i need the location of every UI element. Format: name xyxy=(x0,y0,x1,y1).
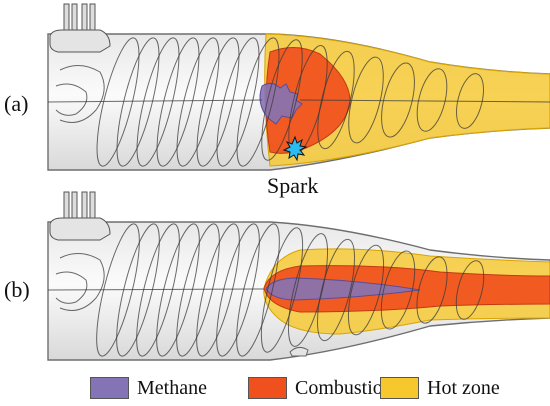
legend-label-combustion: Combustion xyxy=(295,376,393,399)
panel-b-outlet-bump xyxy=(289,346,309,357)
legend-item-hot-zone: Hot zone xyxy=(380,374,500,402)
panel-a-hot-zone xyxy=(264,33,550,167)
legend-label-hot-zone: Hot zone xyxy=(427,376,500,399)
panel-b-geometry xyxy=(47,191,550,361)
panel-b-label: (b) xyxy=(4,277,30,302)
legend-swatch-combustion xyxy=(248,377,287,399)
panel-b-swirl-streamlines xyxy=(48,223,485,357)
panel-b-methane-region xyxy=(265,277,421,301)
panel-a-spark-icon xyxy=(282,135,308,162)
legend-item-methane: Methane xyxy=(90,374,207,402)
panel-a-inlet-manifold xyxy=(49,29,111,53)
panel-a-swirl-streamlines xyxy=(48,37,550,167)
panel-a-geometry xyxy=(47,3,550,171)
legend: Methane Combustion Hot zone xyxy=(80,374,550,402)
panel-b-inlet-manifold xyxy=(49,217,111,241)
legend-swatch-methane xyxy=(90,377,129,399)
legend-label-methane: Methane xyxy=(137,376,207,399)
spark-label: Spark xyxy=(267,173,319,198)
panel-a-label: (a) xyxy=(4,91,29,116)
panel-b-inlet-pipes xyxy=(63,191,96,225)
legend-item-combustion: Combustion xyxy=(248,374,393,402)
panel-a-inlet-pipes xyxy=(63,3,96,37)
legend-swatch-hot-zone xyxy=(380,377,419,399)
